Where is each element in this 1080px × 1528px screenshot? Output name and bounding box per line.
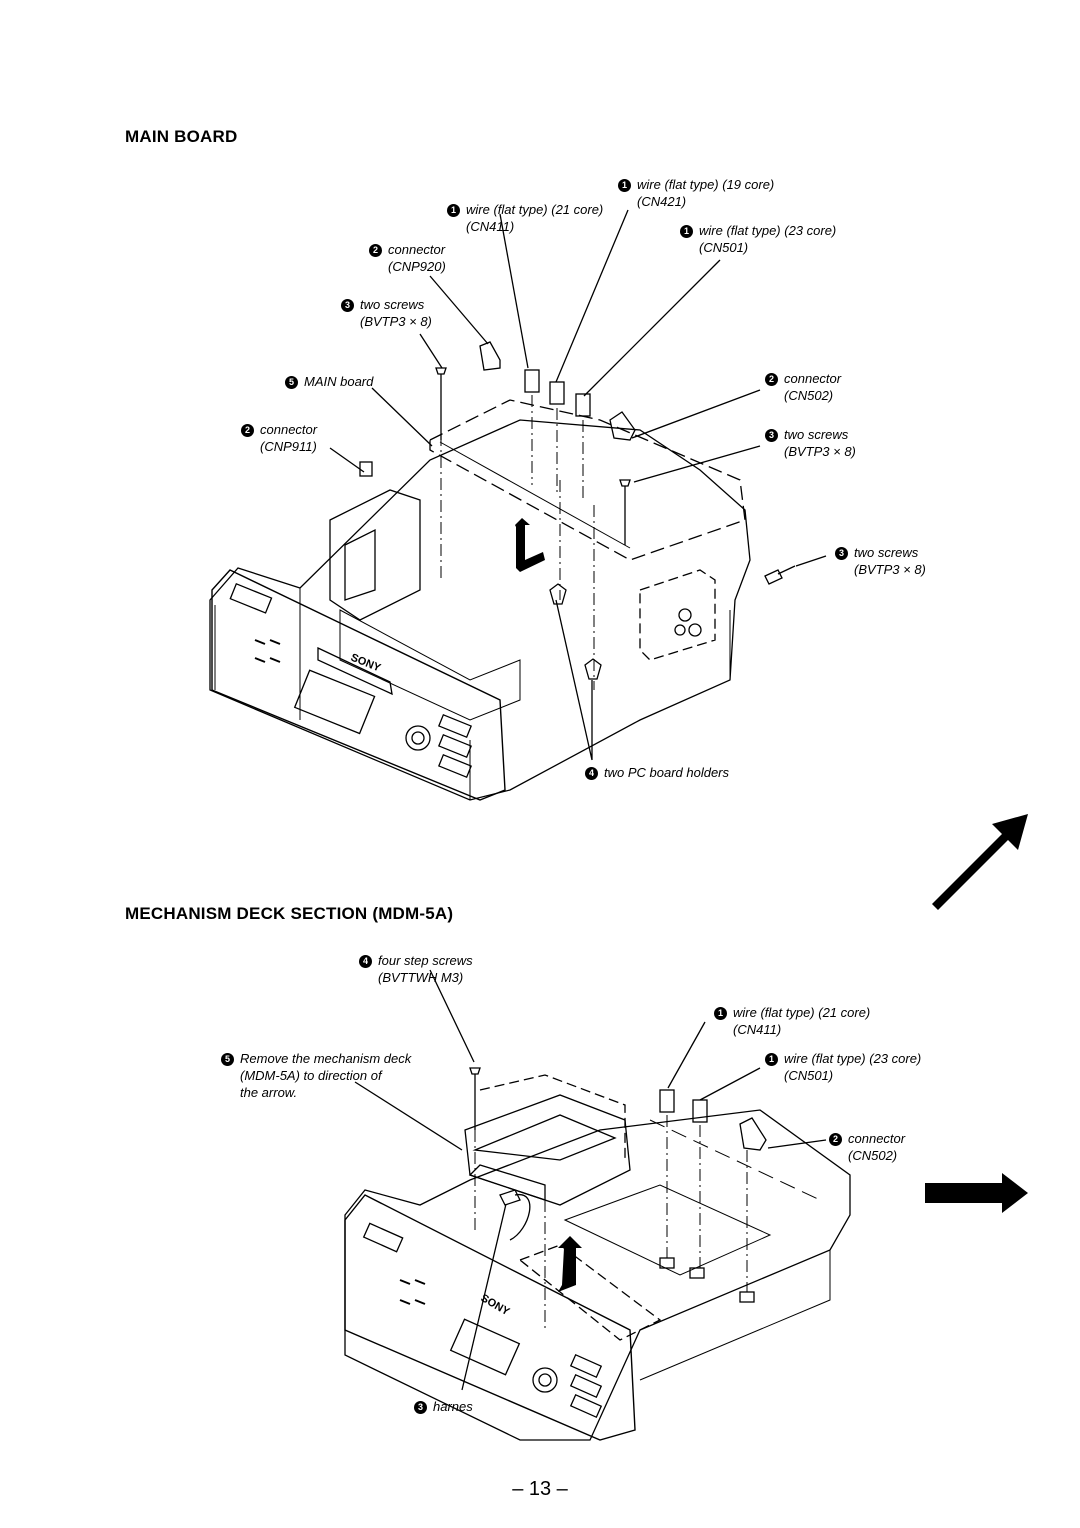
next-step-right-arrow-icon [925,1173,1028,1213]
callout-number: 1 [447,204,460,217]
callout-number: 1 [680,225,693,238]
callout-number: 3 [835,547,848,560]
callout-number: 3 [765,429,778,442]
mechanism-deck-exploded-view: SONY [344,969,851,1441]
mechanism-deck-heading: MECHANISM DECK SECTION (MDM-5A) [125,904,454,923]
next-step-diagonal-arrow-icon [932,814,1028,910]
main-board-exploded-view: SONY [209,209,827,801]
callout-number: 3 [414,1401,427,1414]
page-number: – 13 – [512,1478,568,1500]
callout-number: 1 [618,179,631,192]
callout-number: 2 [241,424,254,437]
callout-number: 2 [369,244,382,257]
callout-number: 1 [714,1007,727,1020]
callout-number: 1 [765,1053,778,1066]
main-board-heading: MAIN BOARD [125,127,238,146]
callout-number: 2 [829,1133,842,1146]
callout-number: 2 [765,373,778,386]
callout-number: 5 [285,376,298,389]
callout-number: 4 [359,955,372,968]
callout-number: 4 [585,767,598,780]
callout-number: 3 [341,299,354,312]
callout-number: 5 [221,1053,234,1066]
